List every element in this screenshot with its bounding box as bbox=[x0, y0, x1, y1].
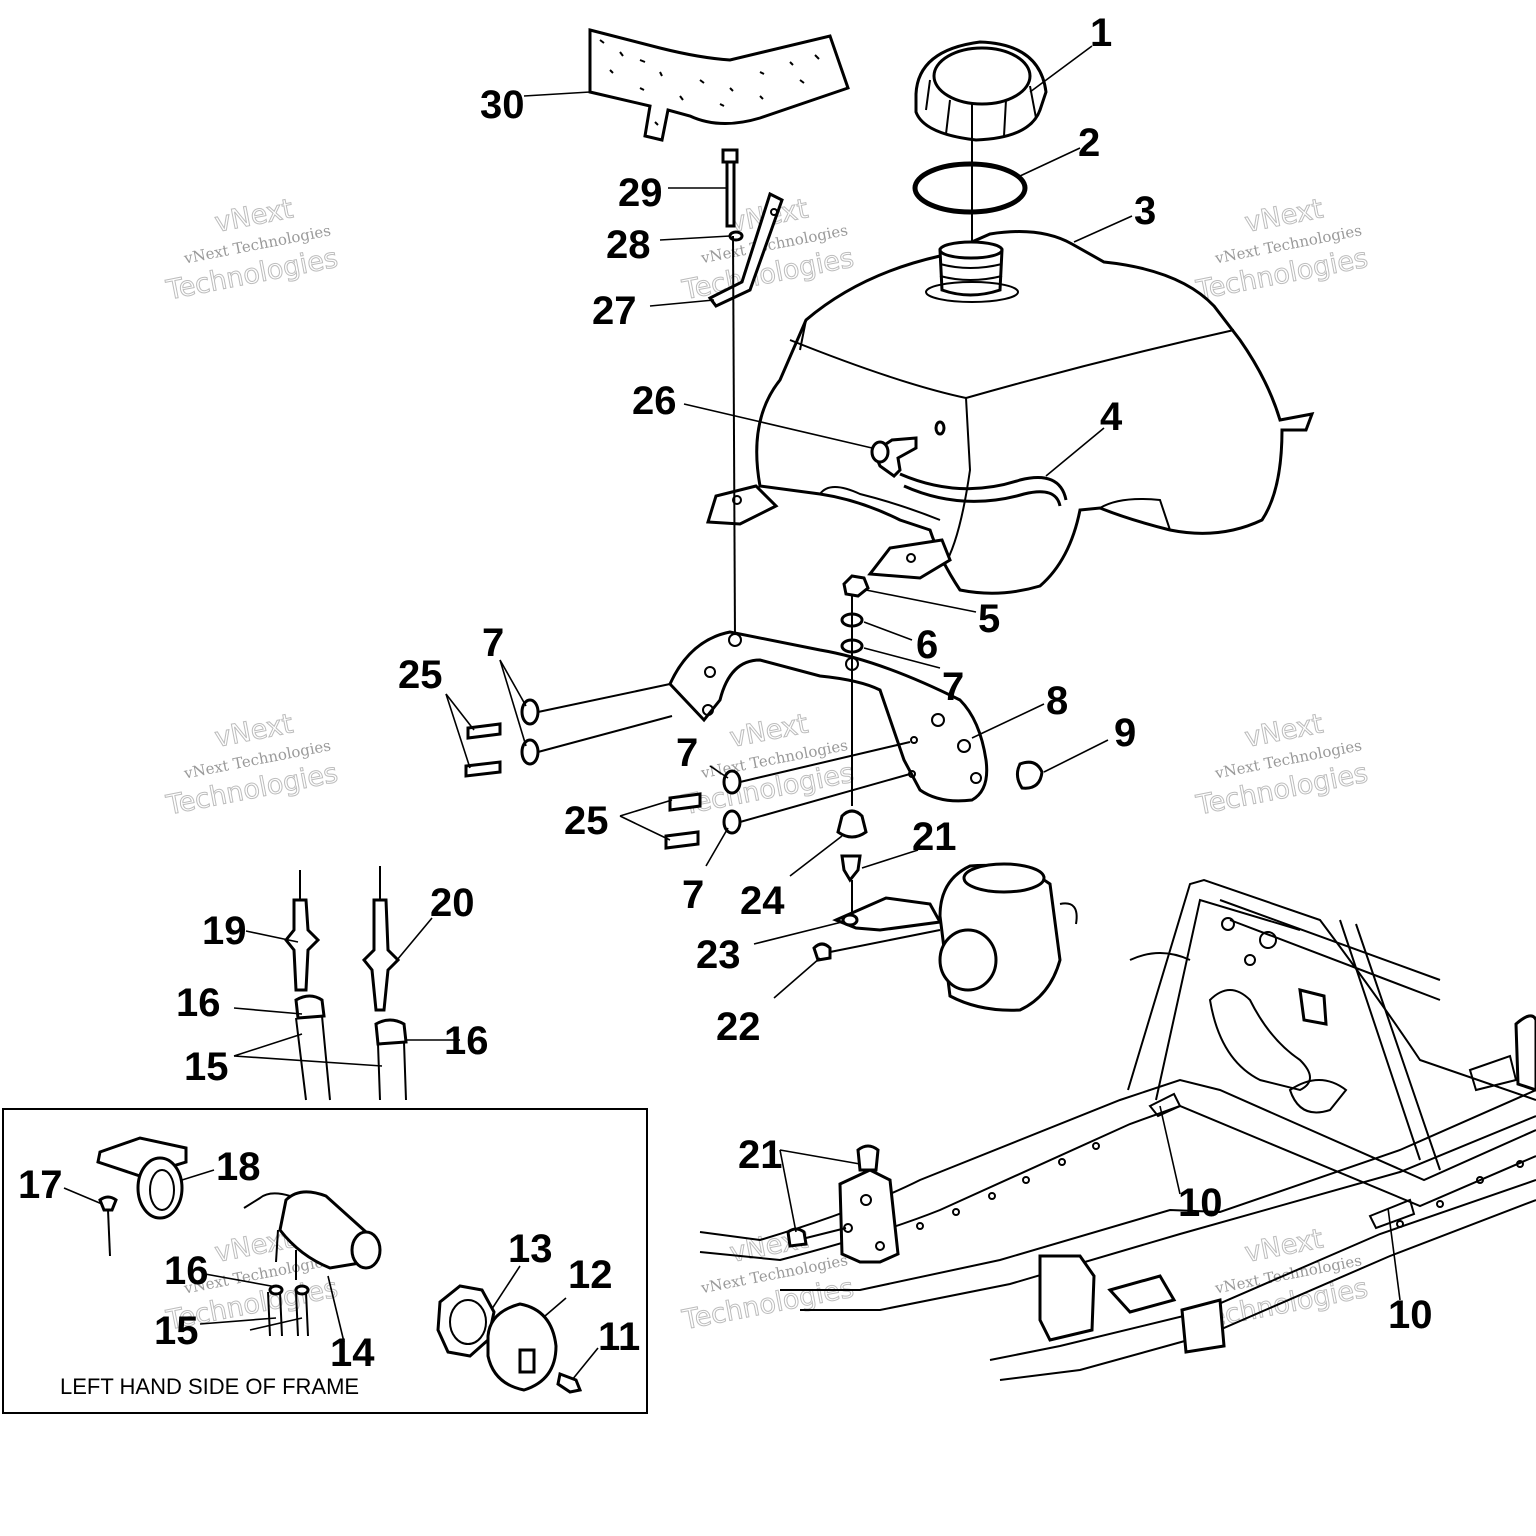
callout-23: 23 bbox=[696, 933, 741, 977]
callout-7-upper-right: 7 bbox=[942, 665, 964, 709]
watermark-1: vNext vNext Technologies Technologies bbox=[163, 193, 341, 307]
part-foam-pad bbox=[588, 28, 850, 142]
inset-title: LEFT HAND SIDE OF FRAME bbox=[60, 1374, 359, 1399]
part-plug bbox=[1015, 760, 1044, 790]
callout-9: 9 bbox=[1114, 711, 1136, 755]
callout-10-right: 10 bbox=[1388, 1293, 1433, 1337]
watermark-3: vNext vNext Technologies Technologies bbox=[1193, 193, 1371, 307]
watermark-8: vNext vNext Technologies Technologies bbox=[679, 1223, 857, 1337]
part-bolts-washers bbox=[464, 683, 911, 850]
callout-30: 30 bbox=[480, 83, 525, 127]
callout-3: 3 bbox=[1134, 189, 1156, 233]
callout-16-upper-left: 16 bbox=[176, 981, 221, 1025]
callout-18: 18 bbox=[216, 1145, 261, 1189]
callout-2: 2 bbox=[1078, 121, 1100, 165]
callout-11: 11 bbox=[598, 1315, 640, 1359]
callout-17: 17 bbox=[18, 1163, 63, 1207]
callout-19: 19 bbox=[202, 909, 247, 953]
part-screw bbox=[556, 1371, 583, 1394]
callout-12: 12 bbox=[568, 1253, 613, 1297]
part-fuel-tank bbox=[706, 230, 1315, 595]
part-filter bbox=[243, 1190, 382, 1337]
callout-25-lower: 25 bbox=[564, 799, 609, 843]
callout-15-inset: 15 bbox=[154, 1309, 199, 1353]
callout-4: 4 bbox=[1100, 395, 1123, 439]
callout-13: 13 bbox=[508, 1227, 553, 1271]
callout-5: 5 bbox=[978, 597, 1000, 641]
callout-1: 1 bbox=[1090, 11, 1112, 55]
callout-28: 28 bbox=[606, 223, 651, 267]
callout-21-upper: 21 bbox=[912, 815, 957, 859]
callout-6: 6 bbox=[916, 623, 938, 667]
callout-7-lower: 7 bbox=[682, 873, 704, 917]
part-frame bbox=[699, 878, 1536, 1381]
callout-10-left: 10 bbox=[1178, 1181, 1223, 1225]
part-fitting bbox=[870, 420, 946, 478]
callout-25-upper: 25 bbox=[398, 653, 443, 697]
callout-16-inset: 16 bbox=[164, 1249, 209, 1293]
callout-22: 22 bbox=[716, 1005, 761, 1049]
callout-15-upper: 15 bbox=[184, 1045, 229, 1089]
leader-lines bbox=[63, 45, 1401, 1381]
callout-7-middle: 7 bbox=[676, 731, 698, 775]
callout-8: 8 bbox=[1046, 679, 1068, 723]
inset-left-hand-side: LEFT HAND SIDE OF FRAME bbox=[2, 1108, 648, 1414]
part-rivet bbox=[98, 1195, 118, 1212]
callout-26: 26 bbox=[632, 379, 677, 423]
callout-21-lower: 21 bbox=[738, 1133, 783, 1177]
part-sensors-hoses bbox=[284, 866, 408, 1101]
part-gasket bbox=[912, 161, 1028, 215]
inset-frame bbox=[2, 1108, 648, 1414]
part-nut-washers bbox=[840, 574, 870, 806]
part-carburetor-assembly bbox=[812, 862, 1078, 1012]
callout-labels: 1 2 3 4 5 6 7 7 7 7 8 9 10 10 11 12 13 1… bbox=[18, 11, 1433, 1375]
callout-16-upper-right: 16 bbox=[444, 1019, 489, 1063]
callout-14: 14 bbox=[330, 1331, 375, 1375]
callout-29: 29 bbox=[618, 171, 663, 215]
part-grommets bbox=[836, 809, 868, 918]
watermark-4: vNext vNext Technologies Technologies bbox=[163, 708, 341, 822]
callout-7-upper-left: 7 bbox=[482, 621, 504, 665]
callout-20: 20 bbox=[430, 881, 475, 925]
part-fuel-cap bbox=[914, 40, 1048, 246]
watermark-6: vNext vNext Technologies Technologies bbox=[1193, 708, 1371, 822]
callout-27: 27 bbox=[592, 289, 637, 333]
callout-24: 24 bbox=[740, 879, 785, 923]
part-inset-cap bbox=[486, 1302, 558, 1392]
